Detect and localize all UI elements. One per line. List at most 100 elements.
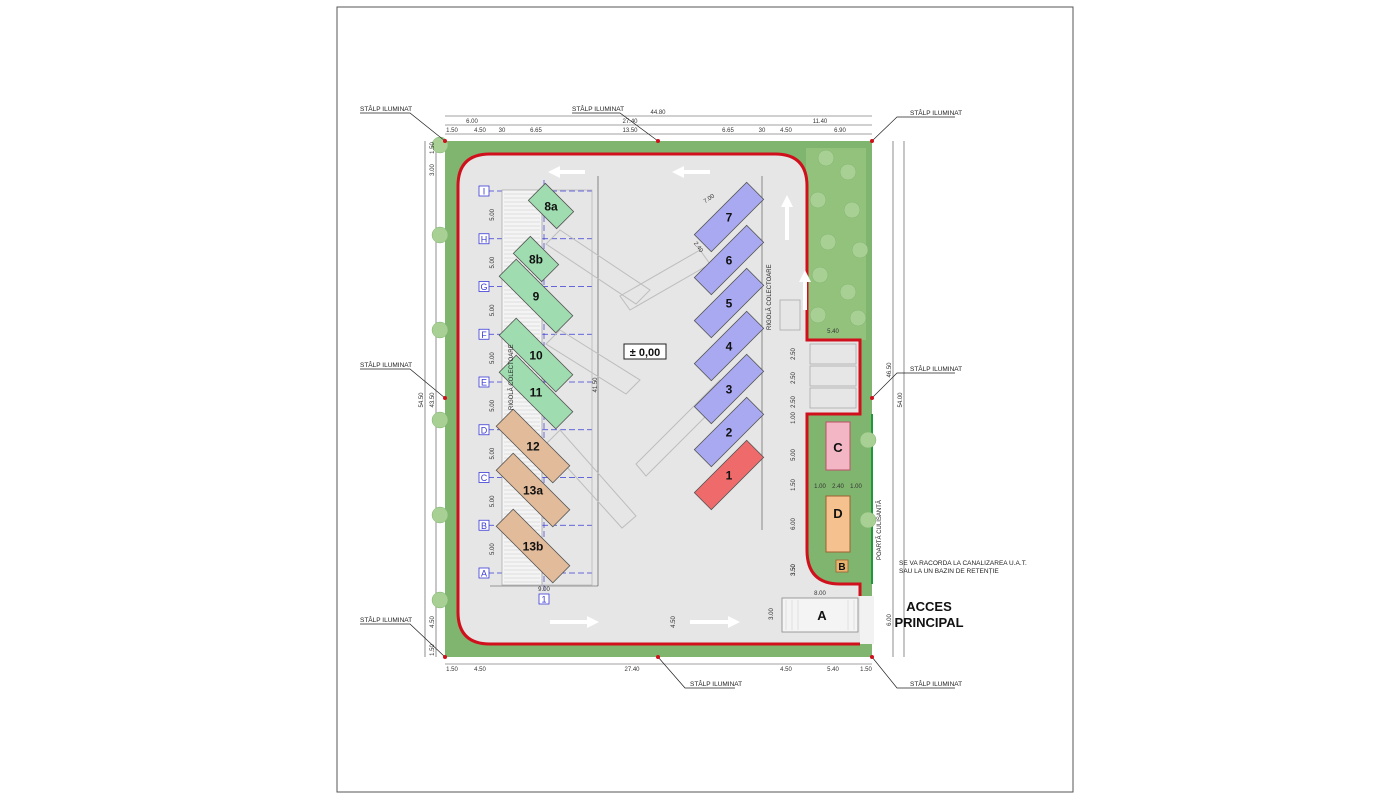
tree-2 bbox=[809, 191, 827, 209]
dim-block-w: 9.00 bbox=[538, 587, 550, 593]
dim-d-height: 6.00 bbox=[791, 518, 797, 530]
grid-label-C: C bbox=[481, 473, 488, 483]
dim-left-total: 54.50 bbox=[419, 392, 425, 408]
grid-col-tag bbox=[538, 593, 550, 605]
slot-label: 12 bbox=[526, 439, 540, 453]
parking-slot-4: 4 bbox=[693, 310, 765, 382]
building-c-label: C bbox=[833, 440, 843, 455]
slot-label: 2 bbox=[726, 425, 733, 439]
tree-15 bbox=[431, 591, 449, 609]
dim-d-right: 1.00 bbox=[850, 484, 862, 490]
pole-label-3: STÂLP ILUMINAT bbox=[910, 108, 962, 117]
slot-shape bbox=[693, 267, 765, 339]
building-a-label: A bbox=[817, 608, 827, 623]
access-label-1: ACCES bbox=[906, 599, 952, 614]
slot-shape bbox=[498, 317, 574, 393]
dim-bottom-b: 3.50 bbox=[791, 564, 797, 576]
parking-slot-13a: 13a bbox=[495, 452, 571, 528]
rigola-label-left: RIGOLĂ COLECTOARE bbox=[508, 344, 515, 410]
slot-label: 1 bbox=[726, 468, 733, 482]
pole-label-5: STÂLP ILUMINAT bbox=[910, 364, 962, 373]
slot-shape bbox=[693, 439, 765, 511]
grid-spacing: 5.00 bbox=[490, 256, 496, 268]
pole-label-4: STÂLP ILUMINAT bbox=[360, 360, 412, 369]
dim-c-top: 1.00 bbox=[791, 412, 797, 424]
slot-label: 5 bbox=[726, 296, 733, 310]
grid-spacing: 5.00 bbox=[490, 543, 496, 555]
dim-top-0: 1.50 bbox=[446, 128, 458, 134]
grid-tag-C bbox=[478, 472, 490, 483]
dim-left-top: 3.00 bbox=[430, 164, 436, 176]
parking-slot-9: 9 bbox=[498, 258, 574, 334]
paved-area bbox=[458, 154, 872, 644]
dim-right-total: 54.00 bbox=[898, 392, 904, 408]
boundary-line-bottom bbox=[456, 186, 860, 646]
building-b-label: B bbox=[838, 562, 845, 573]
slot-shape bbox=[495, 508, 571, 584]
slot-shape bbox=[693, 310, 765, 382]
parking-slot-7: 7 bbox=[693, 181, 765, 253]
dim-d-left: 1.00 bbox=[814, 484, 826, 490]
dim-bottom-5: 1.50 bbox=[860, 667, 872, 673]
dim-top-total: 44.80 bbox=[650, 110, 666, 116]
dim-c-height: 5.00 bbox=[791, 449, 797, 461]
light-poles bbox=[443, 139, 874, 659]
tree-14 bbox=[431, 506, 449, 524]
dim-building-a-w: 8.00 bbox=[814, 591, 826, 597]
slot-shape bbox=[693, 396, 765, 468]
pole-label-7: STÂLP ILUMINAT bbox=[690, 679, 742, 688]
dimension-lines bbox=[424, 115, 905, 665]
tree-16 bbox=[859, 431, 877, 449]
grid-spacing: 5.00 bbox=[490, 208, 496, 220]
slot-label: 8b bbox=[529, 252, 543, 266]
slot-shape bbox=[693, 181, 765, 253]
dim-top-right: 11.40 bbox=[813, 119, 828, 125]
dim-d-width: 2.40 bbox=[832, 484, 844, 490]
dim-slot-wid: 2.40 bbox=[692, 241, 704, 255]
dim-top-1: 4.50 bbox=[474, 128, 486, 134]
parking-slot-11: 11 bbox=[498, 354, 574, 430]
dim-left-inner: 43.50 bbox=[430, 392, 436, 408]
parking-slot-10: 10 bbox=[498, 317, 574, 393]
slot-label: 3 bbox=[726, 382, 733, 396]
grid-spacing: 5.00 bbox=[490, 304, 496, 316]
parking-slot-8b: 8b bbox=[512, 235, 560, 283]
slot-shape bbox=[527, 182, 575, 230]
dim-top-5: 6.65 bbox=[722, 128, 734, 134]
tree-4 bbox=[819, 233, 837, 251]
slot-label: 8a bbox=[544, 199, 558, 213]
dim-slot-len: 7.00 bbox=[703, 193, 717, 205]
grid-spacing: 5.00 bbox=[490, 495, 496, 507]
tree-5 bbox=[851, 241, 869, 259]
slot-label: 9 bbox=[533, 289, 540, 303]
gate-label: POARTĂ CULISANTĂ bbox=[876, 500, 883, 560]
grid-tag-G bbox=[478, 281, 490, 292]
grid-spacing: 5.00 bbox=[490, 352, 496, 364]
boundary-line bbox=[456, 152, 862, 596]
dim-top-3: 6.65 bbox=[530, 128, 542, 134]
tree-8 bbox=[809, 306, 827, 324]
drainage-note-2: SAU LA UN BAZIN DE RETENȚIE bbox=[899, 568, 999, 575]
grid-label-A: A bbox=[481, 569, 487, 579]
slot-shape bbox=[693, 353, 765, 425]
slot-shape bbox=[495, 408, 571, 484]
grid-label-H: H bbox=[481, 234, 488, 244]
dim-top-left6: 6.00 bbox=[466, 119, 478, 125]
tree-0 bbox=[817, 149, 835, 167]
grid-label-I: I bbox=[483, 187, 486, 197]
dim-car-2: 2.50 bbox=[791, 372, 797, 384]
drainage-note-1: SE VA RACORDA LA CANALIZAREA U.A.T. bbox=[899, 560, 1027, 567]
parking-right: 76 543 2 1 bbox=[693, 181, 765, 511]
slot-label: 6 bbox=[726, 253, 733, 267]
parking-slot-13b: 13b bbox=[495, 508, 571, 584]
slot-label: 11 bbox=[530, 385, 543, 399]
parking-slot-8a: 8a bbox=[527, 182, 575, 230]
building-a-hatch bbox=[785, 600, 855, 630]
building-b bbox=[835, 559, 849, 573]
tree-17 bbox=[859, 511, 877, 529]
dim-top-4: 13.50 bbox=[622, 128, 638, 134]
access-gap bbox=[860, 596, 874, 644]
pole-leaders bbox=[360, 112, 955, 689]
